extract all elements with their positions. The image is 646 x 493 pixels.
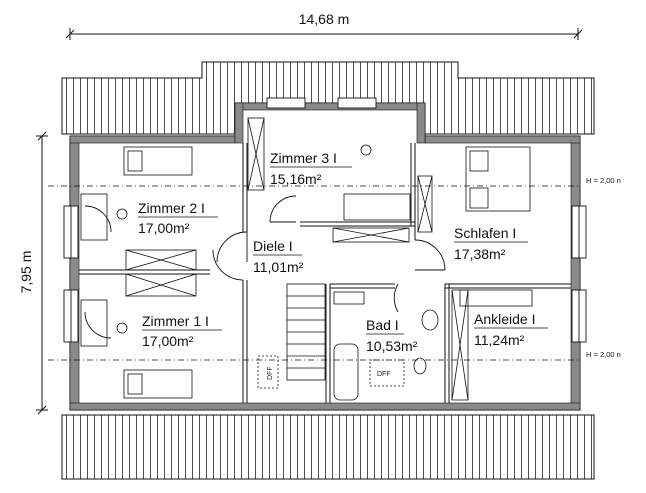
room-name: Zimmer 3 I [270,150,337,166]
height-marker-bottom: H = 2,00 n [586,350,621,359]
height-marker-top: H = 2,00 n [586,176,621,185]
toilet [413,357,427,375]
room-area: 11,01m² [253,259,304,275]
room-area: 17,00m² [142,333,194,349]
bathtub [333,343,359,401]
room-zimmer-1: Zimmer 1 I 17,00m² [142,313,222,349]
bed-schlafen [465,146,531,212]
room-zimmer-3: Zimmer 3 I 15,16m² [270,150,352,187]
room-schlafen: Schlafen I 17,38m² [454,225,528,262]
room-name: Zimmer 1 I [142,313,209,329]
room-zimmer-2: Zimmer 2 I 17,00m² [138,200,218,236]
windows [63,97,587,343]
dff-label-bath: DFF [377,371,391,378]
room-area: 15,16m² [270,171,322,187]
room-area: 17,38m² [454,246,506,262]
bed-zimmer2 [123,146,193,176]
roof-bottom [61,414,595,480]
width-dimension: 14,68 m [65,11,583,40]
room-bad: Bad I 10,53m² [366,317,418,354]
dff-label-stair: DFF [267,366,274,380]
room-name: Zimmer 2 I [138,200,205,216]
room-ankleide: Ankleide I 11,24m² [474,311,548,348]
height-dimension: 7,95 m [18,131,48,415]
bed-zimmer3 [343,193,411,221]
bed-zimmer1 [123,369,193,399]
room-name: Bad I [366,317,399,333]
furniture [80,117,533,401]
width-label: 14,68 m [299,11,350,27]
height-label: 7,95 m [18,251,34,294]
room-area: 11,24m² [474,332,525,348]
washbasin [421,309,439,331]
height-lines [48,185,580,361]
room-name: Diele I [253,238,293,254]
room-name: Schlafen I [454,225,516,241]
room-area: 17,00m² [138,220,190,236]
room-diele: Diele I 11,01m² [253,238,304,275]
room-area: 10,53m² [366,338,418,354]
room-name: Ankleide I [474,311,535,327]
outer-walls [69,102,581,411]
interior-walls [79,143,571,403]
